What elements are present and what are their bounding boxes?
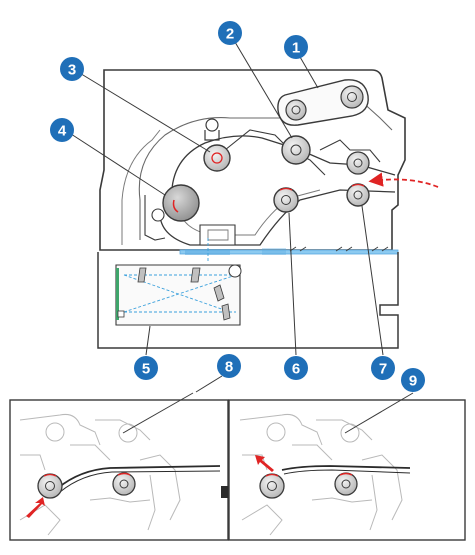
scanner-base (97, 252, 399, 349)
reverse-direction-arrow-right (255, 455, 274, 472)
feed-guide (224, 129, 326, 176)
callout-8-label: 8 (225, 359, 233, 376)
callout-5-label: 5 (142, 361, 150, 378)
top-post (204, 118, 220, 141)
callout-1-label: 1 (292, 40, 300, 57)
pickup-roller-left (37, 473, 63, 499)
lamp (228, 264, 242, 278)
left-small-gear (151, 208, 165, 222)
leader-lines (67, 36, 384, 356)
paper-path-upper (170, 135, 396, 206)
paper-feed-arrow (368, 172, 439, 188)
callout-4-label: 4 (58, 123, 67, 140)
paper-sheet-left (57, 465, 221, 489)
callout-6: 6 (284, 356, 308, 380)
separation-roller-left (112, 472, 136, 496)
adf-inner-frame (138, 99, 393, 240)
callout-9-label: 9 (409, 373, 417, 390)
main-cross-section: 1 2 3 4 5 6 7 (50, 21, 439, 380)
callout-4: 4 (50, 118, 74, 142)
exit-guide (319, 139, 381, 163)
pickup-roller-2 (281, 135, 311, 165)
belt-pulley-right (340, 85, 364, 109)
callout-5: 5 (134, 356, 158, 380)
detail-panel-left (9, 392, 229, 541)
callout-8: 8 (217, 354, 241, 378)
callout-7-label: 7 (379, 361, 387, 378)
ccd-sensor (116, 268, 119, 320)
left-bracket (144, 195, 166, 241)
belt-pulley-left (285, 99, 307, 121)
exit-roller-upper (346, 151, 370, 175)
roller-3 (203, 144, 231, 172)
scanner-glass (179, 246, 399, 255)
scan-window-box (199, 224, 236, 246)
drive-belt-assembly (277, 79, 369, 126)
callout-3: 3 (60, 57, 84, 81)
paper-sheet-right (281, 465, 411, 471)
callout-7: 7 (371, 356, 395, 380)
adf-inner-frame-2 (121, 129, 161, 245)
callout-2-label: 2 (226, 26, 234, 43)
callout-1: 1 (284, 35, 308, 59)
callout-2: 2 (218, 21, 242, 45)
feed-roller-6 (273, 187, 299, 213)
optics-module (115, 238, 242, 326)
separation-roller-right (334, 472, 358, 496)
detail-panel-right (228, 392, 466, 541)
callout-6-label: 6 (292, 361, 300, 378)
platen-roller-4 (162, 184, 200, 222)
entry-roller-7 (346, 183, 370, 207)
callout-3-label: 3 (68, 62, 76, 79)
feed-direction-arrow-left (26, 497, 45, 518)
pickup-roller-right (259, 473, 285, 499)
callout-9: 9 (401, 368, 425, 392)
